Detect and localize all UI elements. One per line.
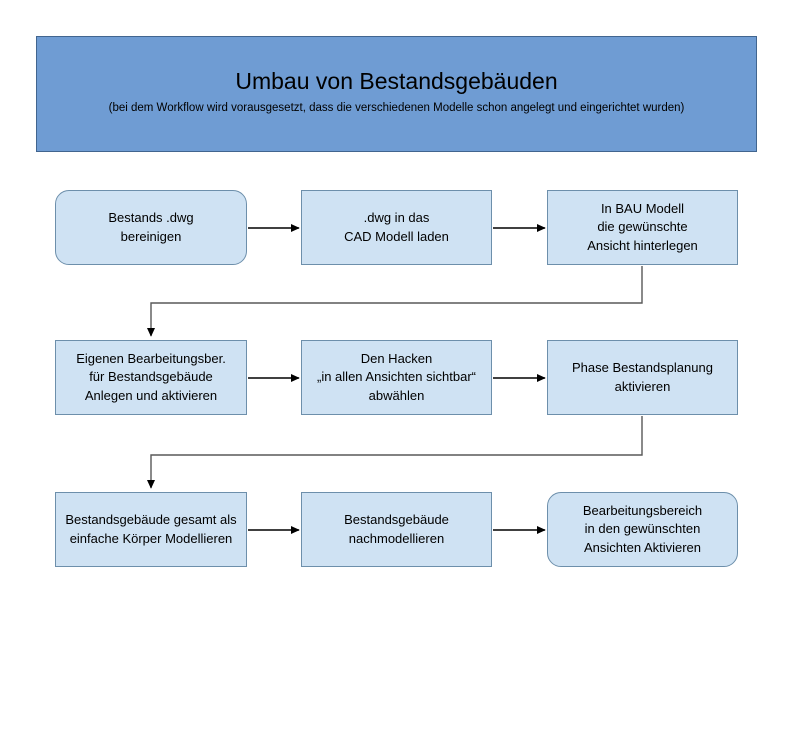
flow-node-label: Phase Bestandsplanung aktivieren	[572, 360, 713, 394]
flow-node-bestandsgebaeude-nachmodellieren[interactable]: Bestandsgebäude nachmodellieren	[301, 492, 492, 567]
page-subtitle: (bei dem Workflow wird vorausgesetzt, da…	[108, 102, 685, 114]
flow-node-label: Den Hacken „in allen Ansichten sichtbar“…	[317, 350, 476, 403]
flow-node-bestandsgebaeude-einfache-koerper[interactable]: Bestandsgebäude gesamt als einfache Körp…	[55, 492, 247, 567]
flow-node-label: Bearbeitungsbereich in den gewünschten A…	[582, 502, 703, 555]
edge-n6-n7	[146, 416, 643, 489]
flow-node-label: Bestandsgebäude nachmodellieren	[344, 512, 449, 546]
flow-node-label: Bestandsgebäude gesamt als einfache Körp…	[65, 512, 237, 546]
flow-node-bestands-dwg-bereinigen[interactable]: Bestands .dwg bereinigen	[55, 190, 247, 265]
header-banner: Umbau von Bestandsgebäuden (bei dem Work…	[36, 36, 757, 152]
flow-node-bearbeitungsbereich-aktivieren[interactable]: Bearbeitungsbereich in den gewünschten A…	[547, 492, 738, 567]
flow-node-label: In BAU Modell die gewünschte Ansicht hin…	[587, 200, 698, 253]
flow-node-hacken-abwaehlen[interactable]: Den Hacken „in allen Ansichten sichtbar“…	[301, 340, 492, 415]
flow-node-eigenen-bearbeitungsbereich-anlegen[interactable]: Eigenen Bearbeitungsber. für Bestandsgeb…	[55, 340, 247, 415]
flow-node-phase-bestandsplanung-aktivieren[interactable]: Phase Bestandsplanung aktivieren	[547, 340, 738, 415]
flow-node-label: Bestands .dwg bereinigen	[108, 210, 194, 244]
page-title: Umbau von Bestandsgebäuden	[235, 68, 558, 94]
flow-node-label: Eigenen Bearbeitungsber. für Bestandsgeb…	[76, 350, 226, 403]
flow-node-label: .dwg in das CAD Modell laden	[344, 210, 449, 244]
flow-node-bau-modell-ansicht-hinterlegen[interactable]: In BAU Modell die gewünschte Ansicht hin…	[547, 190, 738, 265]
edge-n3-n4	[146, 266, 643, 337]
flow-node-dwg-in-cad-modell-laden[interactable]: .dwg in das CAD Modell laden	[301, 190, 492, 265]
